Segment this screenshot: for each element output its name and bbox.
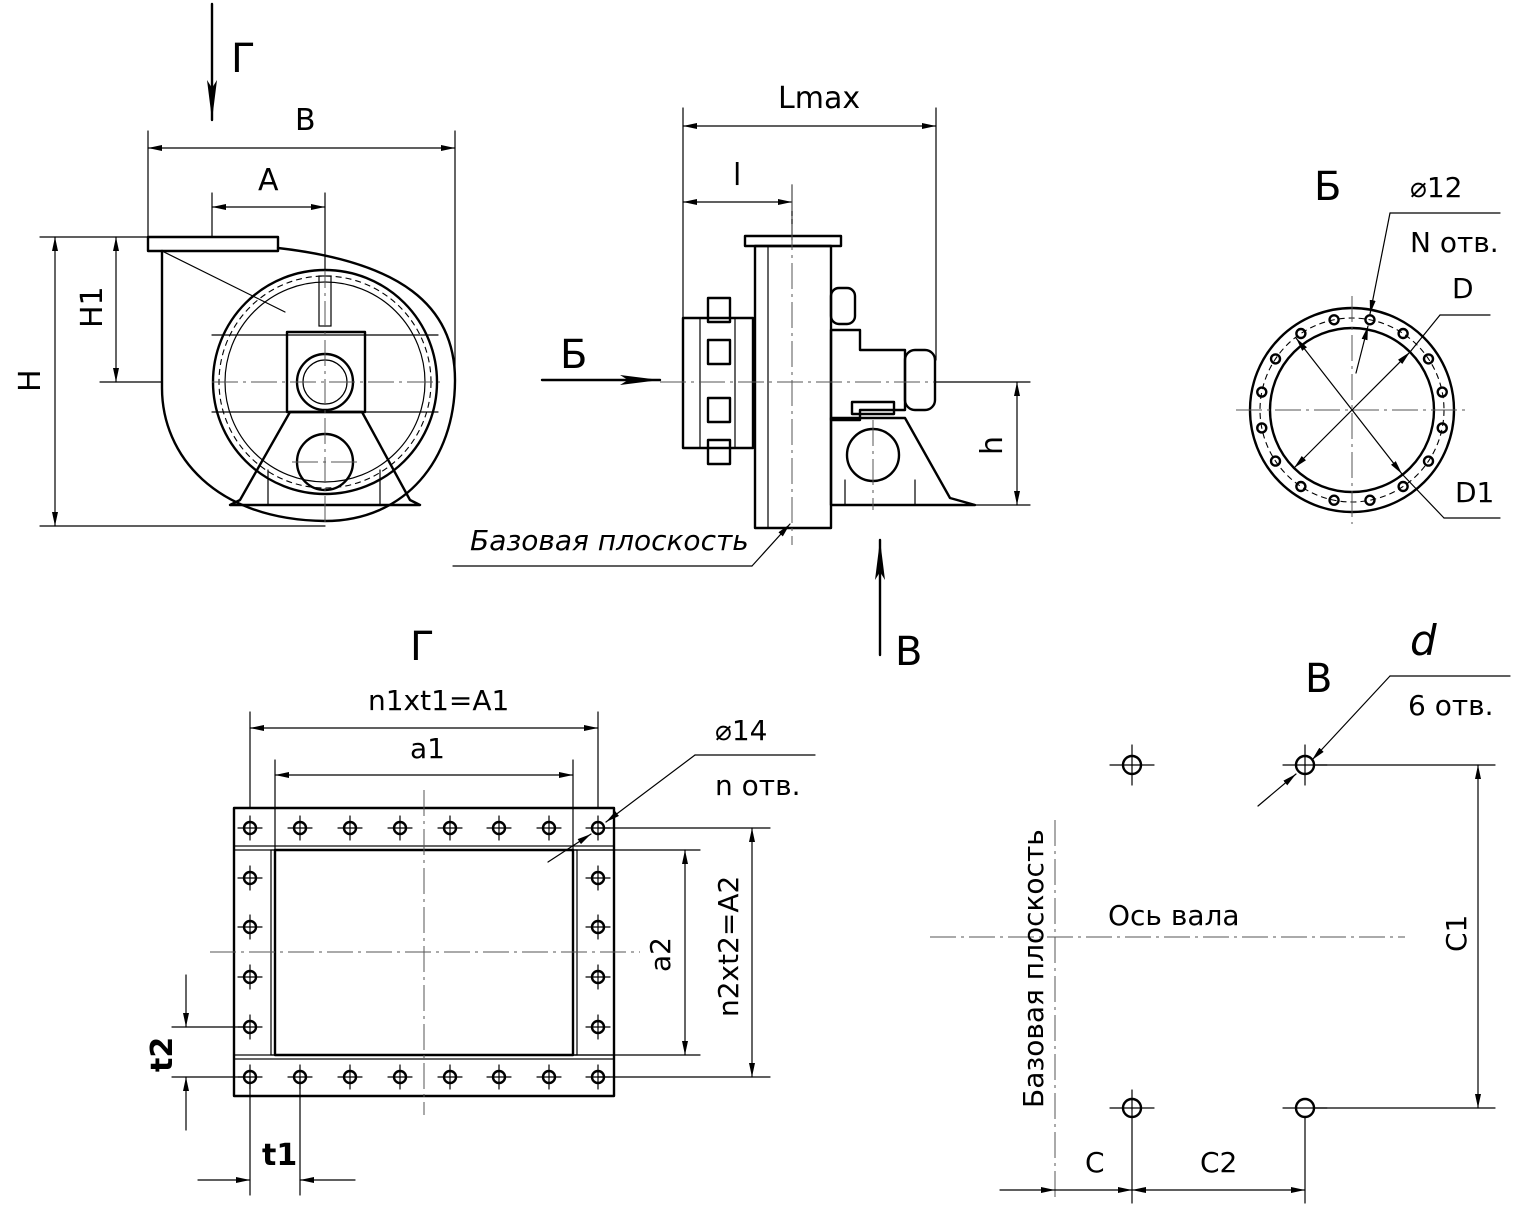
dim-a2-label: a2 [644, 937, 677, 972]
dim-h1-label: H1 [75, 286, 110, 328]
volute-housing [160, 246, 457, 523]
bolt-hole [1256, 386, 1268, 398]
clamp-4 [706, 438, 732, 466]
view-v-hole-dia: d [1410, 616, 1437, 665]
view-arrow-b-label: Б [560, 332, 587, 378]
dim-t1-label: t1 [262, 1138, 297, 1173]
dim-a2-total-label: n2xt2=A2 [712, 876, 745, 1017]
dim-b-label: B [295, 103, 316, 138]
motor-support [228, 410, 422, 507]
bolt-hole [1397, 327, 1409, 340]
base-plane-label: Базовая плоскость [470, 524, 749, 557]
dim-a-label: A [258, 163, 279, 198]
dim-c-label: C [1085, 1146, 1105, 1179]
bolt-hole [1422, 455, 1435, 467]
view-v-hole-leader-2 [1257, 773, 1297, 807]
dim-d-leader [1409, 314, 1441, 353]
dim-d1-label: D1 [1455, 476, 1494, 509]
view-g-title: Г [410, 624, 434, 670]
bolt-hole [1397, 480, 1409, 493]
view-arrow-v-label: В [895, 629, 922, 675]
view-g-hole-leader-2 [547, 833, 592, 863]
clamp-1 [706, 296, 732, 324]
view-v: В d 6 отв. Ось вала Базовая плоскость C1 [930, 616, 1511, 1204]
clamp-2 [706, 338, 732, 366]
view-v-title: В [1305, 656, 1332, 702]
dim-l-label: l [733, 158, 741, 193]
bolt-hole [1436, 422, 1448, 434]
front-view: Г B A H [13, 2, 457, 527]
bolt-hole [1364, 314, 1376, 326]
view-b-hole-dia: ⌀12 [1410, 171, 1463, 204]
volute-tongue [161, 250, 286, 313]
base-plane-label-v: Базовая плоскость [1017, 829, 1050, 1108]
view-v-hole-leader [1311, 675, 1391, 761]
view-b: Б ⌀12 N отв. D D1 [1236, 164, 1501, 524]
bolt-hole [1364, 494, 1376, 506]
dim-d1-leader [1401, 473, 1445, 519]
junction-box [829, 286, 857, 326]
bolt-hole [1422, 353, 1435, 365]
view-g-hole-leader [605, 754, 696, 823]
inlet-sleeve [681, 316, 755, 450]
dim-c1-label: C1 [1440, 915, 1473, 952]
view-b-hole-count: N отв. [1410, 226, 1499, 259]
bolt-hole [1269, 353, 1282, 365]
motor-endcap [903, 348, 937, 412]
dim-t2-label: t2 [145, 1037, 180, 1072]
shaft-axis-label: Ось вала [1108, 899, 1240, 932]
motor-foot [850, 400, 896, 416]
view-g-hole-dia: ⌀14 [715, 714, 768, 747]
bolt-hole [1436, 386, 1448, 398]
bolt-hole [1256, 422, 1268, 434]
bolt-hole [1295, 480, 1307, 493]
dim-lmax-label: Lmax [778, 81, 860, 116]
dim-c2-label: C2 [1200, 1146, 1237, 1179]
view-v-hole-count: 6 отв. [1408, 689, 1494, 722]
dim-d-label: D [1452, 272, 1474, 305]
flange-holes [1256, 314, 1448, 506]
casing-top-flange [743, 234, 843, 248]
side-view: Lmax l h Б [452, 81, 1031, 675]
view-g: Г n1xt1=A1 a1 ⌀14 n отв. a2 [145, 624, 816, 1196]
side-motor-support [829, 416, 977, 507]
bolt-hole [1269, 455, 1282, 467]
dim-a1-total-label: n1xt1=A1 [368, 684, 509, 717]
casing-body [753, 244, 833, 530]
bolt-hole [1295, 327, 1307, 340]
view-arrow-g-label: Г [231, 36, 255, 82]
dim-h-small-label: h [975, 436, 1010, 455]
view-b-hole-leader [1369, 212, 1391, 315]
dim-a1-inner-label: a1 [410, 732, 445, 765]
clamp-3 [706, 396, 732, 424]
dim-h-label: H [13, 369, 48, 392]
view-b-hole-leader-2 [1355, 325, 1369, 374]
outlet-flange [146, 235, 280, 253]
view-g-hole-count: n отв. [715, 769, 801, 802]
motor-body [829, 328, 907, 422]
base-plane-leader [751, 523, 791, 567]
dim-d1-line [1295, 337, 1403, 475]
bolt-hole [1328, 494, 1340, 506]
bolt-hole [1328, 314, 1340, 326]
view-b-title: Б [1314, 164, 1341, 210]
